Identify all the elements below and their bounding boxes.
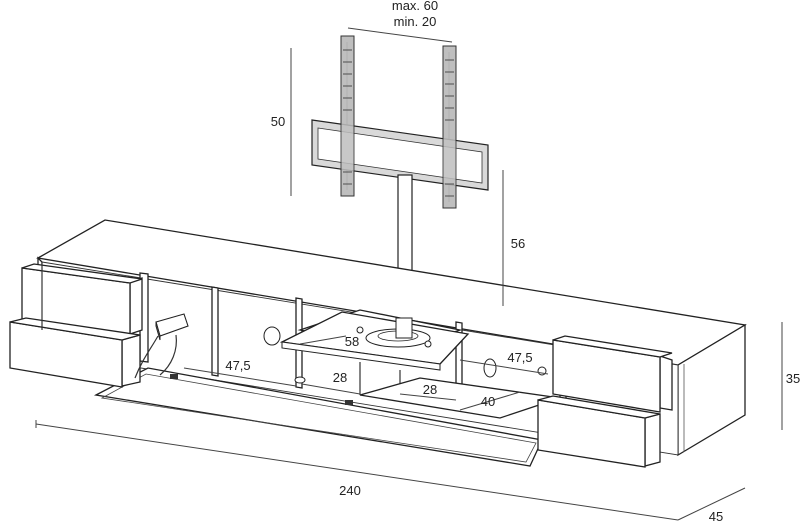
label-tv-width-min: min. 20: [394, 14, 437, 29]
label-compartment-right: 47,5: [507, 350, 532, 365]
tv-bracket: [311, 35, 489, 209]
label-bracket-height: 50: [271, 114, 285, 129]
dimension-lines: [35, 27, 783, 521]
right-drawers: [537, 335, 673, 468]
label-drawer-depth: 40: [481, 394, 495, 409]
label-unit-depth: 45: [709, 509, 723, 524]
label-unit-width: 240: [339, 483, 361, 498]
label-pole-height: 56: [511, 236, 525, 251]
power-unit: [134, 313, 189, 379]
center-shelf: [279, 311, 470, 371]
cable-hole-right: [483, 358, 497, 378]
label-shelf-depth-right: 28: [423, 382, 437, 397]
left-drawers: [9, 262, 143, 388]
label-shelf-width: 58: [345, 334, 359, 349]
label-unit-height: 35: [786, 371, 800, 386]
cable-hole-left: [263, 326, 281, 346]
label-compartment-left: 47,5: [225, 358, 250, 373]
label-shelf-depth-left: 28: [333, 370, 347, 385]
label-tv-width-max: max. 60: [392, 0, 438, 13]
